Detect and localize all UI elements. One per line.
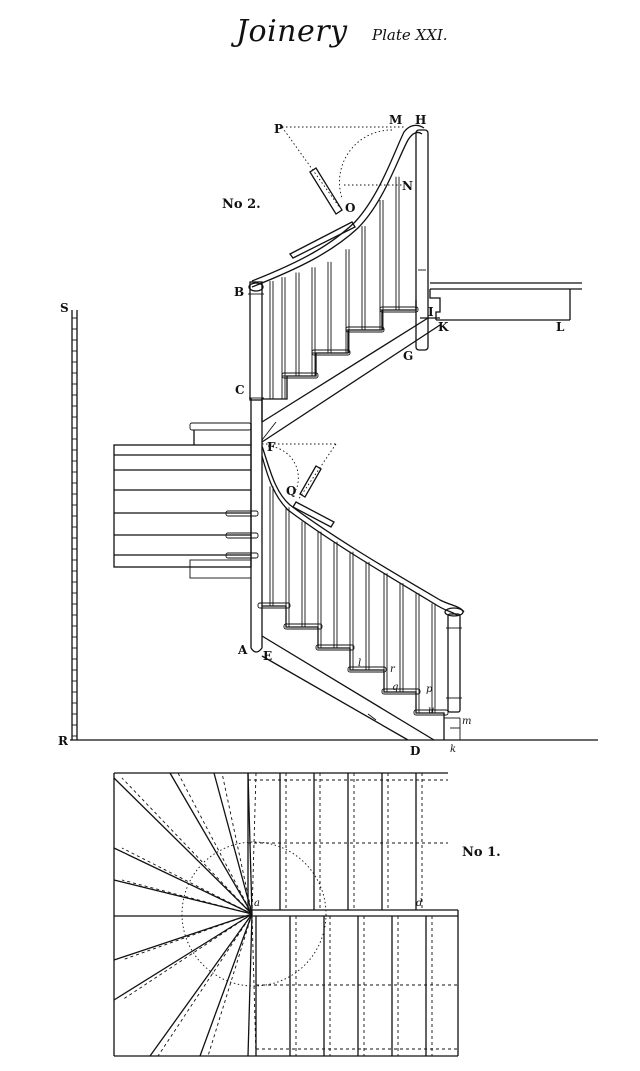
label-B: B [234, 285, 244, 299]
upper-balusters [269, 176, 400, 399]
title-plate-number: Plate XXI. [372, 26, 448, 44]
winder-nosing [121, 913, 253, 1001]
label-F: F [267, 440, 276, 454]
lower-handrail [261, 445, 465, 617]
label-P: P [274, 122, 283, 136]
label-O: O [345, 201, 355, 215]
label-u: u [428, 705, 434, 716]
label-l: l [358, 658, 361, 669]
plan-upper-flight [248, 773, 448, 910]
newel-post-B [248, 281, 264, 401]
lower-flight-string [261, 635, 435, 741]
label-p: p [426, 684, 433, 695]
label-m: m [462, 716, 471, 727]
lower-balusters [269, 486, 436, 713]
winder-line [199, 913, 253, 1057]
label-E: E [263, 649, 272, 663]
label-d: d [416, 898, 422, 909]
label-q: q [392, 682, 398, 693]
label-R: R [58, 734, 69, 748]
label-L: L [556, 320, 565, 334]
upper-handrail [251, 124, 425, 288]
winder-line [169, 772, 253, 915]
winder-nosing [207, 913, 253, 1057]
label-k: k [450, 744, 456, 755]
winder-line [247, 772, 253, 915]
winder-line [113, 913, 253, 961]
lower-wreath-construction [261, 443, 337, 528]
winder-nosing [221, 772, 253, 915]
label-S: S [60, 301, 69, 315]
newel-post-G [415, 129, 429, 351]
figure-2-label: No 2. [222, 197, 261, 212]
winder-line [213, 772, 253, 915]
winder-nosing [177, 772, 253, 915]
winder-line [149, 913, 253, 1057]
upper-floor [429, 282, 582, 321]
label-H: H [415, 113, 426, 127]
winder-steps [113, 772, 257, 1057]
label-I: I [428, 305, 434, 319]
winder-nosing [157, 913, 253, 1057]
plan-lower-flight [256, 916, 458, 1056]
winder-nosing [121, 913, 253, 961]
label-r: r [390, 664, 396, 675]
winder-line [247, 913, 253, 1057]
figure-1-plan: a d No 1. [113, 772, 501, 1057]
label-G: G [403, 349, 413, 363]
label-Q: Q [286, 484, 296, 498]
winder-nosing [121, 879, 253, 915]
label-D: D [410, 744, 420, 758]
label-A: A [237, 643, 248, 657]
winder-nosing [121, 777, 253, 915]
winder-line [113, 913, 253, 1001]
string-mark [367, 713, 377, 721]
left-landing [113, 422, 259, 579]
winder-line [113, 879, 253, 915]
winder-nosing [251, 772, 257, 915]
winder-line [113, 777, 253, 915]
string-joint-C [261, 421, 277, 441]
story-rod [71, 310, 78, 740]
label-C: C [235, 383, 245, 397]
upper-wreath-construction [281, 126, 406, 259]
title-joinery: Joinery [236, 14, 348, 49]
winder-line [113, 847, 253, 915]
upper-flight-string [261, 317, 441, 443]
label-M: M [389, 113, 402, 127]
label-K: K [438, 320, 449, 334]
figure-1-label: No 1. [462, 845, 501, 860]
figure-2-elevation: No 2. P M H N O B I K L G C F Q A E S R … [58, 113, 598, 758]
lower-newel-post [444, 607, 464, 713]
winder-nosing [121, 847, 253, 915]
label-N: N [402, 179, 413, 193]
label-a: a [254, 898, 260, 909]
